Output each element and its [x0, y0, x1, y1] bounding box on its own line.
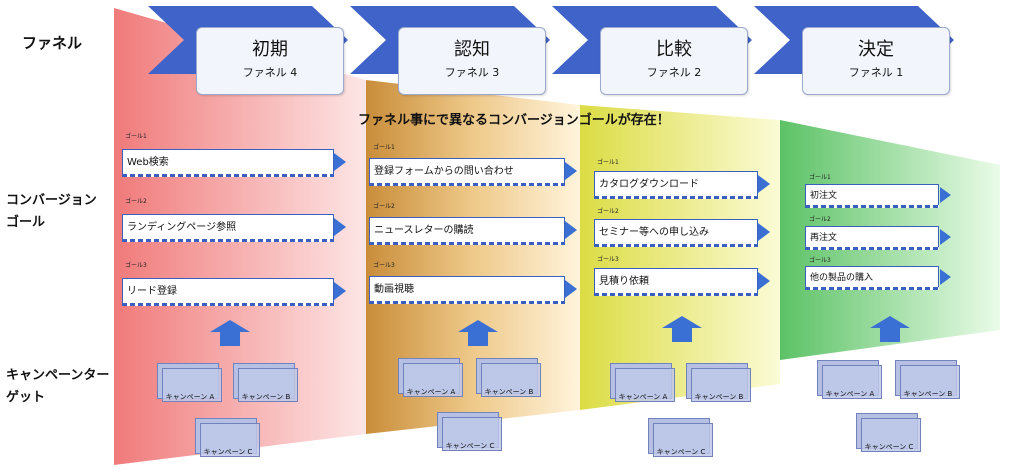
campaign-label: キャンペーン B [484, 388, 534, 396]
goal-item: カタログダウンロード [594, 171, 770, 199]
right-arrow-icon [334, 153, 346, 171]
campaign-box: キャンペーン A [398, 358, 464, 398]
goal-text: リード登録 [127, 286, 177, 297]
row-label-conversion-goal: コンバージョン ゴール [6, 193, 97, 230]
banner-note: ファネル事にで異なるコンバージョンゴールが存在！ [358, 113, 670, 128]
campaign-box: キャンペーン C [195, 418, 261, 458]
goal-tag: ゴール2 [809, 216, 831, 223]
stage-title: 比較 [656, 39, 692, 60]
goal-text: 動画視聴 [374, 284, 414, 295]
campaign-label: キャンペーン C [864, 443, 914, 451]
campaign-label: キャンペーン C [203, 448, 253, 456]
stage-subtitle: ファネル 4 [242, 66, 298, 79]
stage-box-1: 初期 ファネル 4 [196, 27, 344, 95]
row-label-campaign-target: キャンペーンター ゲット [6, 368, 110, 405]
stage-box-4: 決定 ファネル 1 [802, 27, 950, 95]
stage-subtitle: ファネル 1 [848, 66, 904, 79]
goal-text: 他の製品の購入 [810, 273, 874, 283]
goal-tag: ゴール1 [373, 144, 395, 151]
campaign-label: キャンペーン C [445, 442, 495, 450]
goal-item: 見積り依頼 [594, 268, 770, 296]
stage-title: 初期 [252, 39, 288, 60]
stage-box-2: 認知 ファネル 3 [398, 27, 546, 95]
campaign-box: キャンペーン C [437, 412, 503, 452]
goal-tag: ゴール1 [597, 159, 619, 166]
goal-text: Web検索 [127, 157, 169, 168]
up-arrow-icon [458, 320, 498, 346]
right-arrow-icon [565, 280, 577, 298]
up-arrow-icon [662, 316, 702, 342]
goal-tag: ゴール2 [373, 203, 395, 210]
campaign-box: キャンペーン A [817, 360, 883, 400]
goal-text: 登録フォームからの問い合わせ [374, 166, 514, 177]
goal-item: 初注文 [805, 184, 951, 208]
row-label-funnel: ファネル [22, 34, 83, 52]
campaign-box: キャンペーン B [895, 360, 961, 400]
goal-text: ニュースレターの購読 [374, 225, 474, 236]
goal-tag: ゴール1 [809, 174, 831, 181]
campaign-label: キャンペーン A [406, 388, 456, 396]
goal-item: セミナー等への申し込み [594, 219, 770, 247]
right-arrow-icon [565, 221, 577, 239]
goal-tag: ゴール3 [373, 262, 395, 269]
goal-text: カタログダウンロード [599, 179, 699, 190]
goal-item: 他の製品の購入 [805, 266, 951, 290]
campaign-label: キャンペーン A [618, 393, 668, 401]
campaign-label: キャンペーン A [825, 390, 875, 398]
campaign-box: キャンペーン B [233, 363, 299, 403]
right-arrow-icon [565, 162, 577, 180]
stage-title: 認知 [454, 39, 490, 60]
right-arrow-icon [940, 269, 951, 285]
campaign-box: キャンペーン A [610, 363, 676, 403]
goal-text: 初注文 [810, 191, 838, 201]
goal-item: Web検索 [122, 149, 346, 177]
goal-item: 再注文 [805, 226, 951, 250]
goal-item: ニュースレターの購読 [369, 217, 577, 245]
goal-item: 動画視聴 [369, 276, 577, 304]
campaign-box: キャンペーン C [856, 413, 922, 453]
right-arrow-icon [758, 223, 770, 241]
goal-item: 登録フォームからの問い合わせ [369, 158, 577, 186]
goal-item: ランディングページ参照 [122, 214, 346, 242]
stage-subtitle: ファネル 2 [646, 66, 702, 79]
right-arrow-icon [334, 282, 346, 300]
campaign-label: キャンペーン B [241, 393, 291, 401]
right-arrow-icon [758, 175, 770, 193]
campaign-label: キャンペーン B [694, 393, 744, 401]
goal-item: リード登録 [122, 278, 346, 306]
campaign-box: キャンペーン A [157, 363, 223, 403]
stage-box-3: 比較 ファネル 2 [600, 27, 748, 95]
goal-text: 見積り依頼 [599, 276, 649, 287]
right-arrow-icon [940, 187, 951, 203]
campaign-label: キャンペーン C [656, 448, 706, 456]
up-arrow-icon [210, 320, 250, 346]
stage-title: 決定 [858, 39, 894, 60]
campaign-label: キャンペーン A [165, 393, 215, 401]
goal-tag: ゴール3 [809, 257, 831, 264]
campaign-box: キャンペーン B [686, 363, 752, 403]
right-arrow-icon [940, 229, 951, 245]
goal-tag: ゴール1 [125, 133, 147, 140]
campaign-box: キャンペーン B [476, 358, 542, 398]
goal-tag: ゴール3 [597, 256, 619, 263]
goal-tag: ゴール3 [125, 262, 147, 269]
right-arrow-icon [334, 218, 346, 236]
goal-tag: ゴール2 [125, 198, 147, 205]
stage-subtitle: ファネル 3 [444, 66, 500, 79]
up-arrow-icon [870, 316, 910, 342]
goal-text: 再注文 [810, 233, 838, 243]
right-arrow-icon [758, 272, 770, 290]
goal-tag: ゴール2 [597, 208, 619, 215]
campaign-label: キャンペーン B [903, 390, 953, 398]
goal-text: セミナー等への申し込み [599, 227, 709, 238]
campaign-box: キャンペーン C [648, 418, 714, 458]
goal-text: ランディングページ参照 [127, 222, 237, 233]
